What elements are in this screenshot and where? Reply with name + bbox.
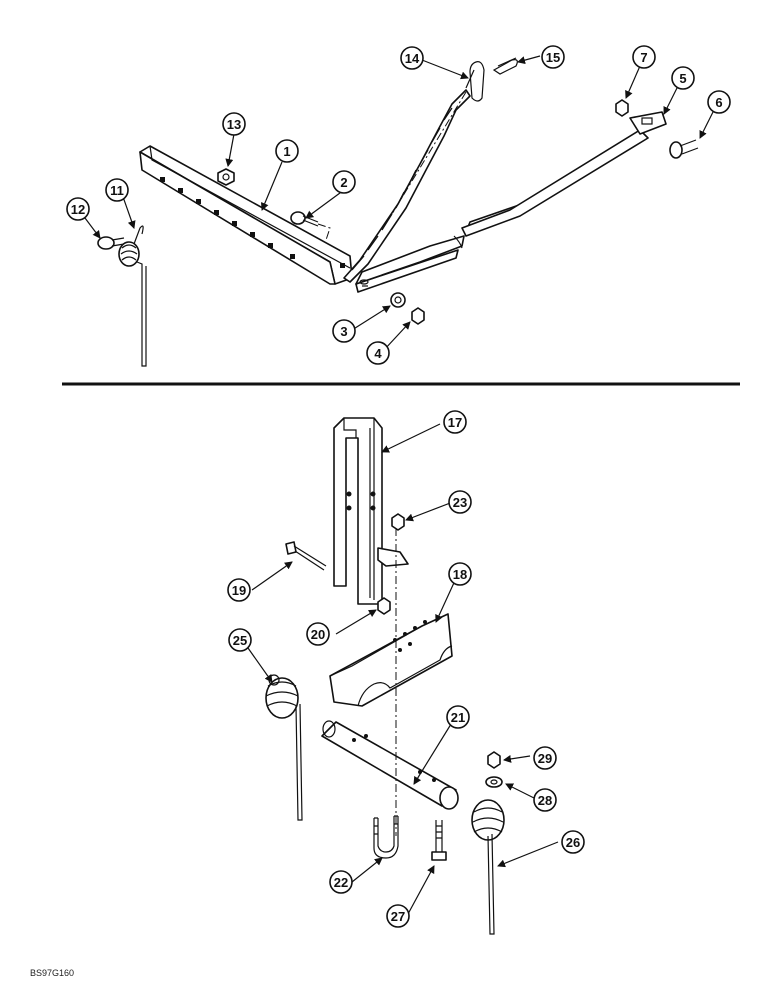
svg-text:12: 12	[71, 202, 85, 217]
callout-29: 29	[533, 746, 557, 770]
nut-4	[411, 307, 425, 325]
svg-text:23: 23	[453, 495, 467, 510]
upright-channel-17	[333, 417, 409, 605]
svg-text:6: 6	[715, 95, 722, 110]
svg-text:7: 7	[640, 50, 647, 65]
svg-text:13: 13	[227, 117, 241, 132]
spring-26	[471, 799, 505, 935]
clip-15	[492, 57, 518, 75]
spring-tine-11	[118, 225, 147, 367]
washer-28	[485, 776, 503, 788]
svg-text:14: 14	[405, 51, 420, 66]
callout-18: 18	[448, 562, 472, 586]
tube-21	[321, 720, 459, 810]
chain-14	[343, 61, 485, 283]
callout-28: 28	[533, 788, 557, 812]
svg-text:5: 5	[679, 71, 686, 86]
callout-11: 11	[105, 178, 129, 202]
callout-1: 1	[275, 139, 299, 163]
star-washer-3	[390, 292, 406, 308]
nut-29	[487, 751, 501, 769]
callout-23: 23	[448, 490, 472, 514]
callout-15: 15	[541, 45, 565, 69]
channel-bracket	[139, 145, 353, 285]
spring-25	[265, 674, 303, 821]
callout-13: 13	[222, 112, 246, 136]
nut-23	[391, 513, 405, 531]
saddle-bracket-18	[329, 613, 453, 707]
nut-20	[377, 597, 391, 615]
svg-text:18: 18	[453, 567, 467, 582]
svg-text:3: 3	[340, 324, 347, 339]
carriage-bolt-6	[669, 139, 699, 159]
svg-text:17: 17	[448, 415, 462, 430]
nut-13	[217, 168, 235, 186]
callout-12: 12	[66, 197, 90, 221]
svg-text:27: 27	[391, 909, 405, 924]
svg-text:26: 26	[566, 835, 580, 850]
callout-20: 20	[306, 622, 330, 646]
figure-code: BS97G160	[30, 968, 74, 978]
svg-text:11: 11	[110, 183, 124, 198]
carriage-bolt-12	[97, 236, 125, 250]
callout-2: 2	[332, 170, 356, 194]
svg-text:20: 20	[311, 627, 325, 642]
svg-text:22: 22	[334, 875, 348, 890]
svg-text:1: 1	[283, 144, 290, 159]
callout-25: 25	[228, 628, 252, 652]
nut-7	[615, 99, 629, 117]
callout-6: 6	[707, 90, 731, 114]
telescoping-tube-5	[355, 111, 667, 293]
callout-14: 14	[400, 46, 424, 70]
callout-21: 21	[446, 705, 470, 729]
callout-5: 5	[671, 66, 695, 90]
u-bolt-22	[373, 815, 399, 859]
svg-text:2: 2	[340, 175, 347, 190]
svg-text:19: 19	[232, 583, 246, 598]
callout-17: 17	[443, 410, 467, 434]
callout-4: 4	[366, 341, 390, 365]
svg-text:28: 28	[538, 793, 552, 808]
svg-text:29: 29	[538, 751, 552, 766]
callout-7: 7	[632, 45, 656, 69]
svg-text:15: 15	[546, 50, 560, 65]
svg-text:21: 21	[451, 710, 465, 725]
callout-27: 27	[386, 904, 410, 928]
callout-22: 22	[329, 870, 353, 894]
svg-text:4: 4	[374, 346, 382, 361]
bolt-19	[285, 541, 327, 571]
callout-19: 19	[227, 578, 251, 602]
svg-text:25: 25	[233, 633, 247, 648]
callout-3: 3	[332, 319, 356, 343]
callout-26: 26	[561, 830, 585, 854]
bolt-27	[431, 820, 447, 861]
